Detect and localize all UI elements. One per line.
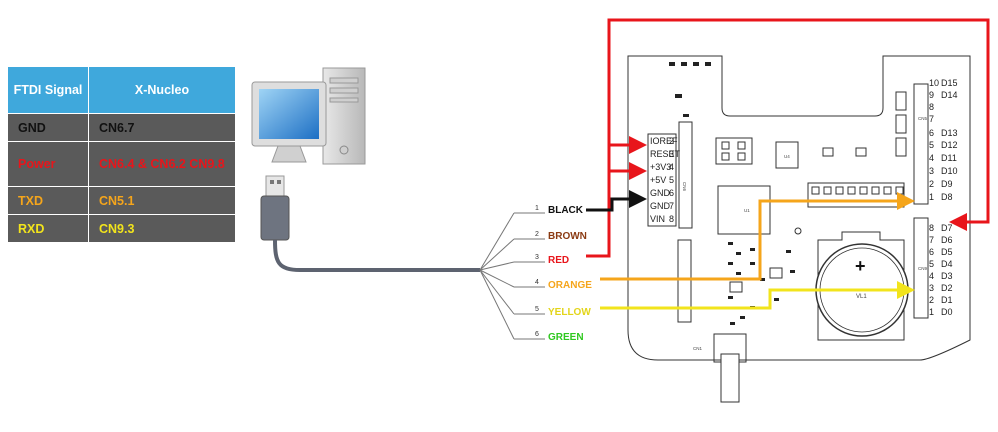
table-row: TXD CN5.1 (7, 186, 236, 215)
cn5-pin-name: D15 (941, 78, 958, 88)
cn5-pin-name: D9 (941, 179, 953, 189)
cn9-pin-num: 3 (929, 283, 934, 293)
cn5-pin-name: D11 (941, 153, 957, 163)
u4-label: U4 (784, 154, 790, 159)
signal-cell: Power (7, 141, 89, 187)
cn9-pin-name: D3 (941, 271, 953, 281)
black-gnd-arrow (586, 190, 647, 212)
cn6-pin-name: GND (650, 201, 671, 211)
header-x-nucleo: X-Nucleo (88, 66, 236, 114)
cn5-pin-num: 2 (929, 179, 934, 189)
cn6-pin-num: 5 (669, 175, 674, 185)
wire-fanout (479, 212, 545, 340)
nucleo-cell: CN5.1 (88, 186, 236, 215)
signal-cell: TXD (7, 186, 89, 215)
wire-number: 6 (535, 331, 539, 338)
wire-label-green: GREEN (548, 332, 584, 343)
cn6-pin-num: 2 (669, 136, 674, 146)
cn9-pin-name: D4 (941, 259, 953, 269)
wire-number: 5 (535, 306, 539, 313)
cn5-pin-name: D8 (941, 192, 953, 202)
cn5-pin-num: 8 (929, 102, 934, 112)
connection-arrows (586, 18, 990, 310)
signal-cell: RXD (7, 214, 89, 243)
wire-label-brown: BROWN (548, 231, 587, 242)
usb-cable-icon (260, 175, 480, 272)
cn6-label: CN6 (682, 182, 687, 191)
wire-number: 2 (535, 231, 539, 238)
cn9-pin-name: D0 (941, 307, 953, 317)
cn9-pin-num: 8 (929, 223, 934, 233)
cn5-pin-num: 1 (929, 192, 934, 202)
cn1-label: CN1 (693, 346, 702, 351)
cn6-pin-name: GND (650, 188, 671, 198)
cn9-pin-name: D5 (941, 247, 953, 257)
cn9-pin-num: 2 (929, 295, 934, 305)
cn9-pin-name: D6 (941, 235, 953, 245)
cn5-pin-num: 6 (929, 128, 934, 138)
cn6-pin-num: 4 (669, 162, 674, 172)
cn9-pin-num: 4 (929, 271, 934, 281)
cn5-label: CN5 (918, 116, 927, 121)
cn9-pin-num: 7 (929, 235, 934, 245)
cn6-pin-name: +5V (650, 175, 666, 185)
wire-number: 3 (535, 254, 539, 261)
cn9-label: CN9 (918, 266, 927, 271)
cn5-pin-num: 4 (929, 153, 934, 163)
cn6-pin-num: 3 (669, 149, 674, 159)
cn9-pin-num: 6 (929, 247, 934, 257)
x-nucleo-board: CN6 IOREF 2 RESET 3 +3V3 4 +5V 5 GND 6 G… (627, 55, 971, 403)
table-row: Power CN6.4 & CN6.2 CN9.8 (7, 141, 236, 187)
cn6-pin-num: 7 (669, 201, 674, 211)
yellow-rxd-arrow (600, 281, 915, 310)
cn5-pin-name: D12 (941, 140, 958, 150)
battery-label: VL1 (856, 294, 867, 300)
red-power-arrow (586, 18, 990, 258)
nucleo-cell: CN6.4 & CN6.2 CN9.8 (88, 141, 236, 187)
cn5-pin-num: 9 (929, 90, 934, 100)
wire-label-black: BLACK (548, 205, 584, 216)
table-header-row: FTDI Signal X-Nucleo (7, 66, 236, 114)
wire-label-red: RED (548, 255, 569, 266)
u1-label: U1 (744, 208, 750, 213)
nucleo-cell: CN6.7 (88, 113, 236, 142)
computer-icon (251, 67, 366, 165)
cn6-pin-num: 6 (669, 188, 674, 198)
cn5-pin-num: 5 (929, 140, 934, 150)
cn6-pin-name: IOREF (650, 136, 678, 146)
cn9-pin-name: D2 (941, 283, 953, 293)
cn9-pin-name: D1 (941, 295, 953, 305)
cn5-pin-name: D10 (941, 166, 958, 176)
cn6-pin-name: RESET (650, 149, 681, 159)
cn5-pin-name: D14 (941, 90, 958, 100)
wire-labels: 1 2 3 4 5 6 BLACK BROWN RED ORANGE YELLO… (535, 205, 592, 343)
table-row: GND CN6.7 (7, 113, 236, 142)
cn9-pin-name: D7 (941, 223, 953, 233)
cn5-pin-num: 7 (929, 114, 934, 124)
cn6-pin-name: +3V3 (650, 162, 671, 172)
table-row: RXD CN9.3 (7, 214, 236, 243)
wire-number: 1 (535, 205, 539, 212)
cn9-pins: 8 D7 7 D6 6 D5 5 D4 4 D3 3 D2 2 D1 1 D0 (929, 223, 953, 317)
cn5-pin-name: D13 (941, 128, 958, 138)
cn9-pin-num: 5 (929, 259, 934, 269)
pin-mapping-table: FTDI Signal X-Nucleo GND CN6.7 Power CN6… (7, 66, 236, 243)
cn5-pin-num: 3 (929, 166, 934, 176)
wire-number: 4 (535, 279, 539, 286)
orange-txd-arrow (600, 192, 915, 281)
cn5-pin-num: 10 (929, 78, 939, 88)
nucleo-cell: CN9.3 (88, 214, 236, 243)
cn6-pin-name: VIN (650, 214, 665, 224)
wire-label-yellow: YELLOW (548, 307, 591, 318)
header-ftdi-signal: FTDI Signal (7, 66, 89, 114)
wire-label-orange: ORANGE (548, 280, 592, 291)
cn9-pin-num: 1 (929, 307, 934, 317)
cn6-pin-num: 8 (669, 214, 674, 224)
cn5-pins: 10 D15 9 D14 8 7 6 D13 5 D12 4 D11 3 D10… (929, 78, 958, 202)
battery-plus: + (855, 256, 866, 276)
